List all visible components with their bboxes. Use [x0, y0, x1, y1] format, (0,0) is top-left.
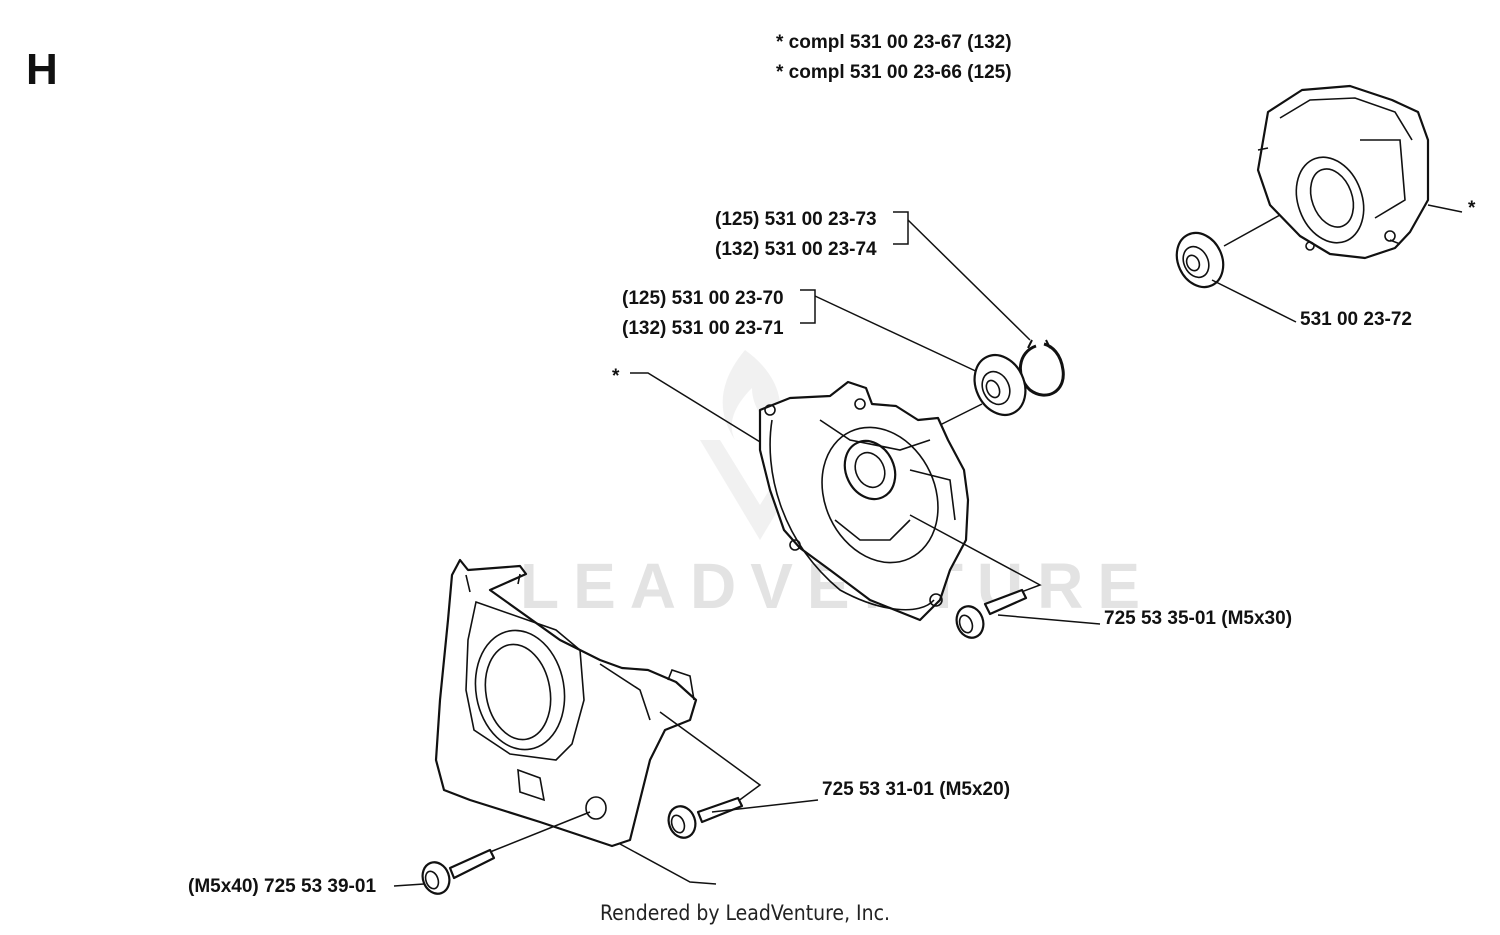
callout-screw-m5x30: 725 53 35-01 (M5x30) [1104, 608, 1292, 629]
leader-circlip [907, 219, 1031, 341]
front-housing [434, 558, 698, 848]
leader-screw-m5x20 [711, 799, 819, 813]
header-note-125: * compl 531 00 23-66 (125) [776, 62, 1012, 83]
screw-m5x30 [955, 588, 1028, 639]
screw-m5x20 [667, 796, 744, 839]
footer-credit: Rendered by LeadVenture, Inc. [600, 901, 890, 925]
callout-bearing-132: (132) 531 00 23-71 [622, 318, 784, 339]
leader-screw-m5x40 [393, 883, 425, 887]
leader-bearing-right [1211, 279, 1297, 323]
leader-screw-m5x30 [997, 614, 1101, 625]
leader-bearing [814, 295, 983, 375]
header-note-132: * compl 531 00 23-67 (132) [776, 32, 1012, 53]
crankcase-half-right [1256, 84, 1430, 260]
bearing-right [1175, 231, 1225, 289]
axis-line-screw-m5x40 [489, 811, 591, 853]
axis-line-right [1223, 214, 1281, 247]
leader-star-left [630, 372, 771, 449]
leader-star-right [1427, 204, 1463, 213]
callout-star-right: * [1468, 198, 1476, 219]
callout-circlip-132: (132) 531 00 23-74 [715, 239, 877, 260]
crankcase-half-center [758, 380, 970, 622]
callout-screw-m5x20: 725 53 31-01 (M5x20) [822, 779, 1010, 800]
circlip [1019, 339, 1065, 397]
leader-front-housing [619, 843, 717, 885]
callout-screw-m5x40: (M5x40) 725 53 39-01 [188, 876, 376, 897]
callout-circlip-125: (125) 531 00 23-73 [715, 209, 877, 230]
callout-bearing-right: 531 00 23-72 [1300, 309, 1412, 330]
callout-bearing-125: (125) 531 00 23-70 [622, 288, 784, 309]
callout-star-left: * [612, 366, 620, 387]
axis-line-center [939, 403, 983, 426]
bracket-bearing [800, 289, 816, 324]
screw-m5x40 [421, 848, 496, 895]
bearing-center [973, 354, 1027, 416]
section-letter: H [26, 45, 58, 94]
bracket-circlip [893, 211, 909, 245]
